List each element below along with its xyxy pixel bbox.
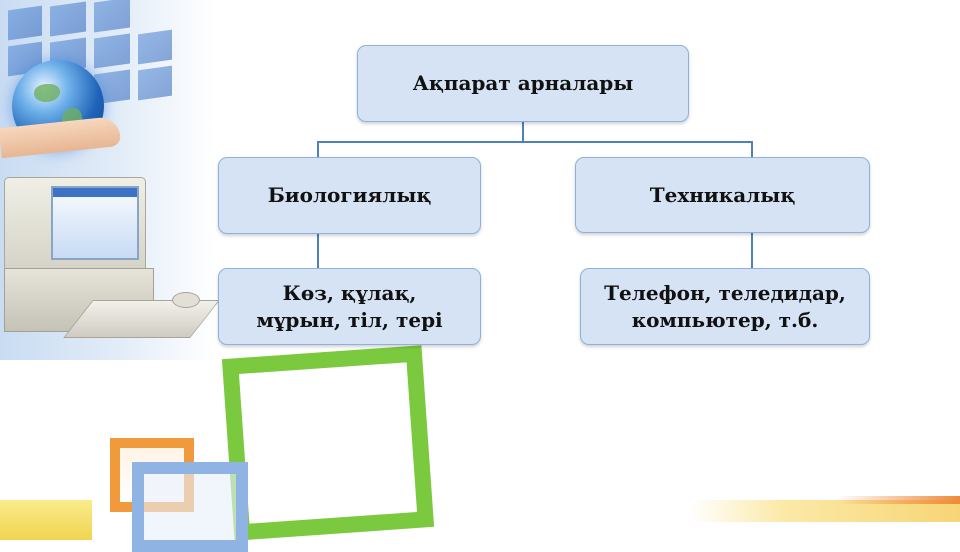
connector-horizontal: [317, 141, 753, 143]
window-tile: [138, 65, 172, 101]
node-label: Көз, құлақ, мұрын, тіл, тері: [256, 280, 443, 332]
window-tile: [8, 5, 42, 41]
mouse-illustration: [172, 292, 200, 308]
node-label: Биологиялық: [267, 183, 432, 207]
monitor-title-bar: [53, 188, 137, 197]
monitor-screen: [51, 186, 139, 260]
node-label: Телефон, теледидар, компьютер, т.б.: [604, 280, 846, 332]
decorative-green-frame: [221, 345, 435, 541]
node-technical: Техникалық: [575, 157, 870, 233]
window-tile: [138, 29, 172, 65]
decorative-yellow-square: [0, 500, 92, 540]
connector-biological-to-examples: [317, 234, 319, 268]
decorative-blue-square: [132, 462, 248, 552]
connector-to-biological: [317, 141, 319, 157]
node-information-channels: Ақпарат арналары: [357, 45, 689, 122]
connector-root-stem: [522, 122, 524, 142]
node-label: Техникалық: [649, 182, 796, 207]
connector-to-technical: [751, 141, 753, 157]
globe-continent: [34, 84, 60, 102]
decorative-bottom-stripe: [690, 500, 960, 522]
window-tile: [94, 33, 130, 69]
node-biological-examples: Көз, құлақ, мұрын, тіл, тері: [218, 268, 481, 345]
connector-technical-to-examples: [751, 233, 753, 268]
window-tile: [94, 0, 130, 33]
node-biological: Биологиялық: [218, 157, 481, 234]
node-label: Ақпарат арналары: [412, 71, 634, 95]
node-technical-examples: Телефон, теледидар, компьютер, т.б.: [580, 268, 870, 345]
window-tile: [50, 1, 86, 37]
decorative-bottom-stripe-accent: [836, 496, 960, 504]
computer-icon: [4, 177, 146, 279]
